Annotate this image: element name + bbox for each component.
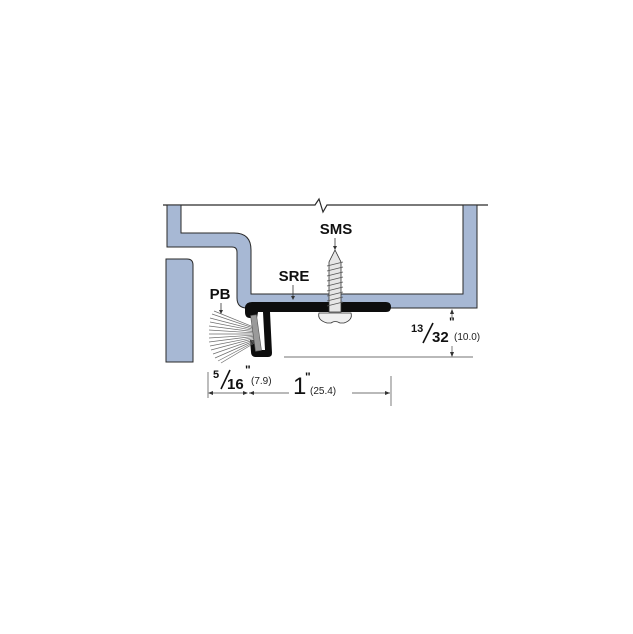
svg-text:16: 16 [227,376,244,393]
svg-text:SMS: SMS [320,221,353,238]
pile-brush [208,310,262,364]
sre-retainer [245,302,391,357]
svg-text:": " [305,370,311,384]
svg-text:(25.4): (25.4) [310,386,336,397]
svg-text:(7.9): (7.9) [251,376,272,387]
label-pb: PB [210,286,231,314]
label-sre: SRE [279,268,310,300]
dimension-width: 1 " (25.4) [249,370,392,406]
svg-text:5: 5 [213,369,219,381]
svg-text:(10.0): (10.0) [454,332,480,343]
label-sms: SMS [320,221,353,250]
svg-text:": " [245,363,251,377]
dimension-brush-depth: 5 16 " (7.9) [207,363,272,398]
svg-text:SRE: SRE [279,268,310,285]
svg-text:32: 32 [432,329,449,346]
svg-text:1: 1 [293,373,306,400]
door-stop-jamb [165,258,194,363]
svg-text:13: 13 [411,323,423,335]
dimension-height: 13 32 " (10.0) [284,309,480,358]
top-break-line [163,197,488,214]
svg-text:": " [449,315,455,329]
svg-text:PB: PB [210,286,231,303]
sms-screw [318,249,352,324]
frame-profile [166,204,478,309]
